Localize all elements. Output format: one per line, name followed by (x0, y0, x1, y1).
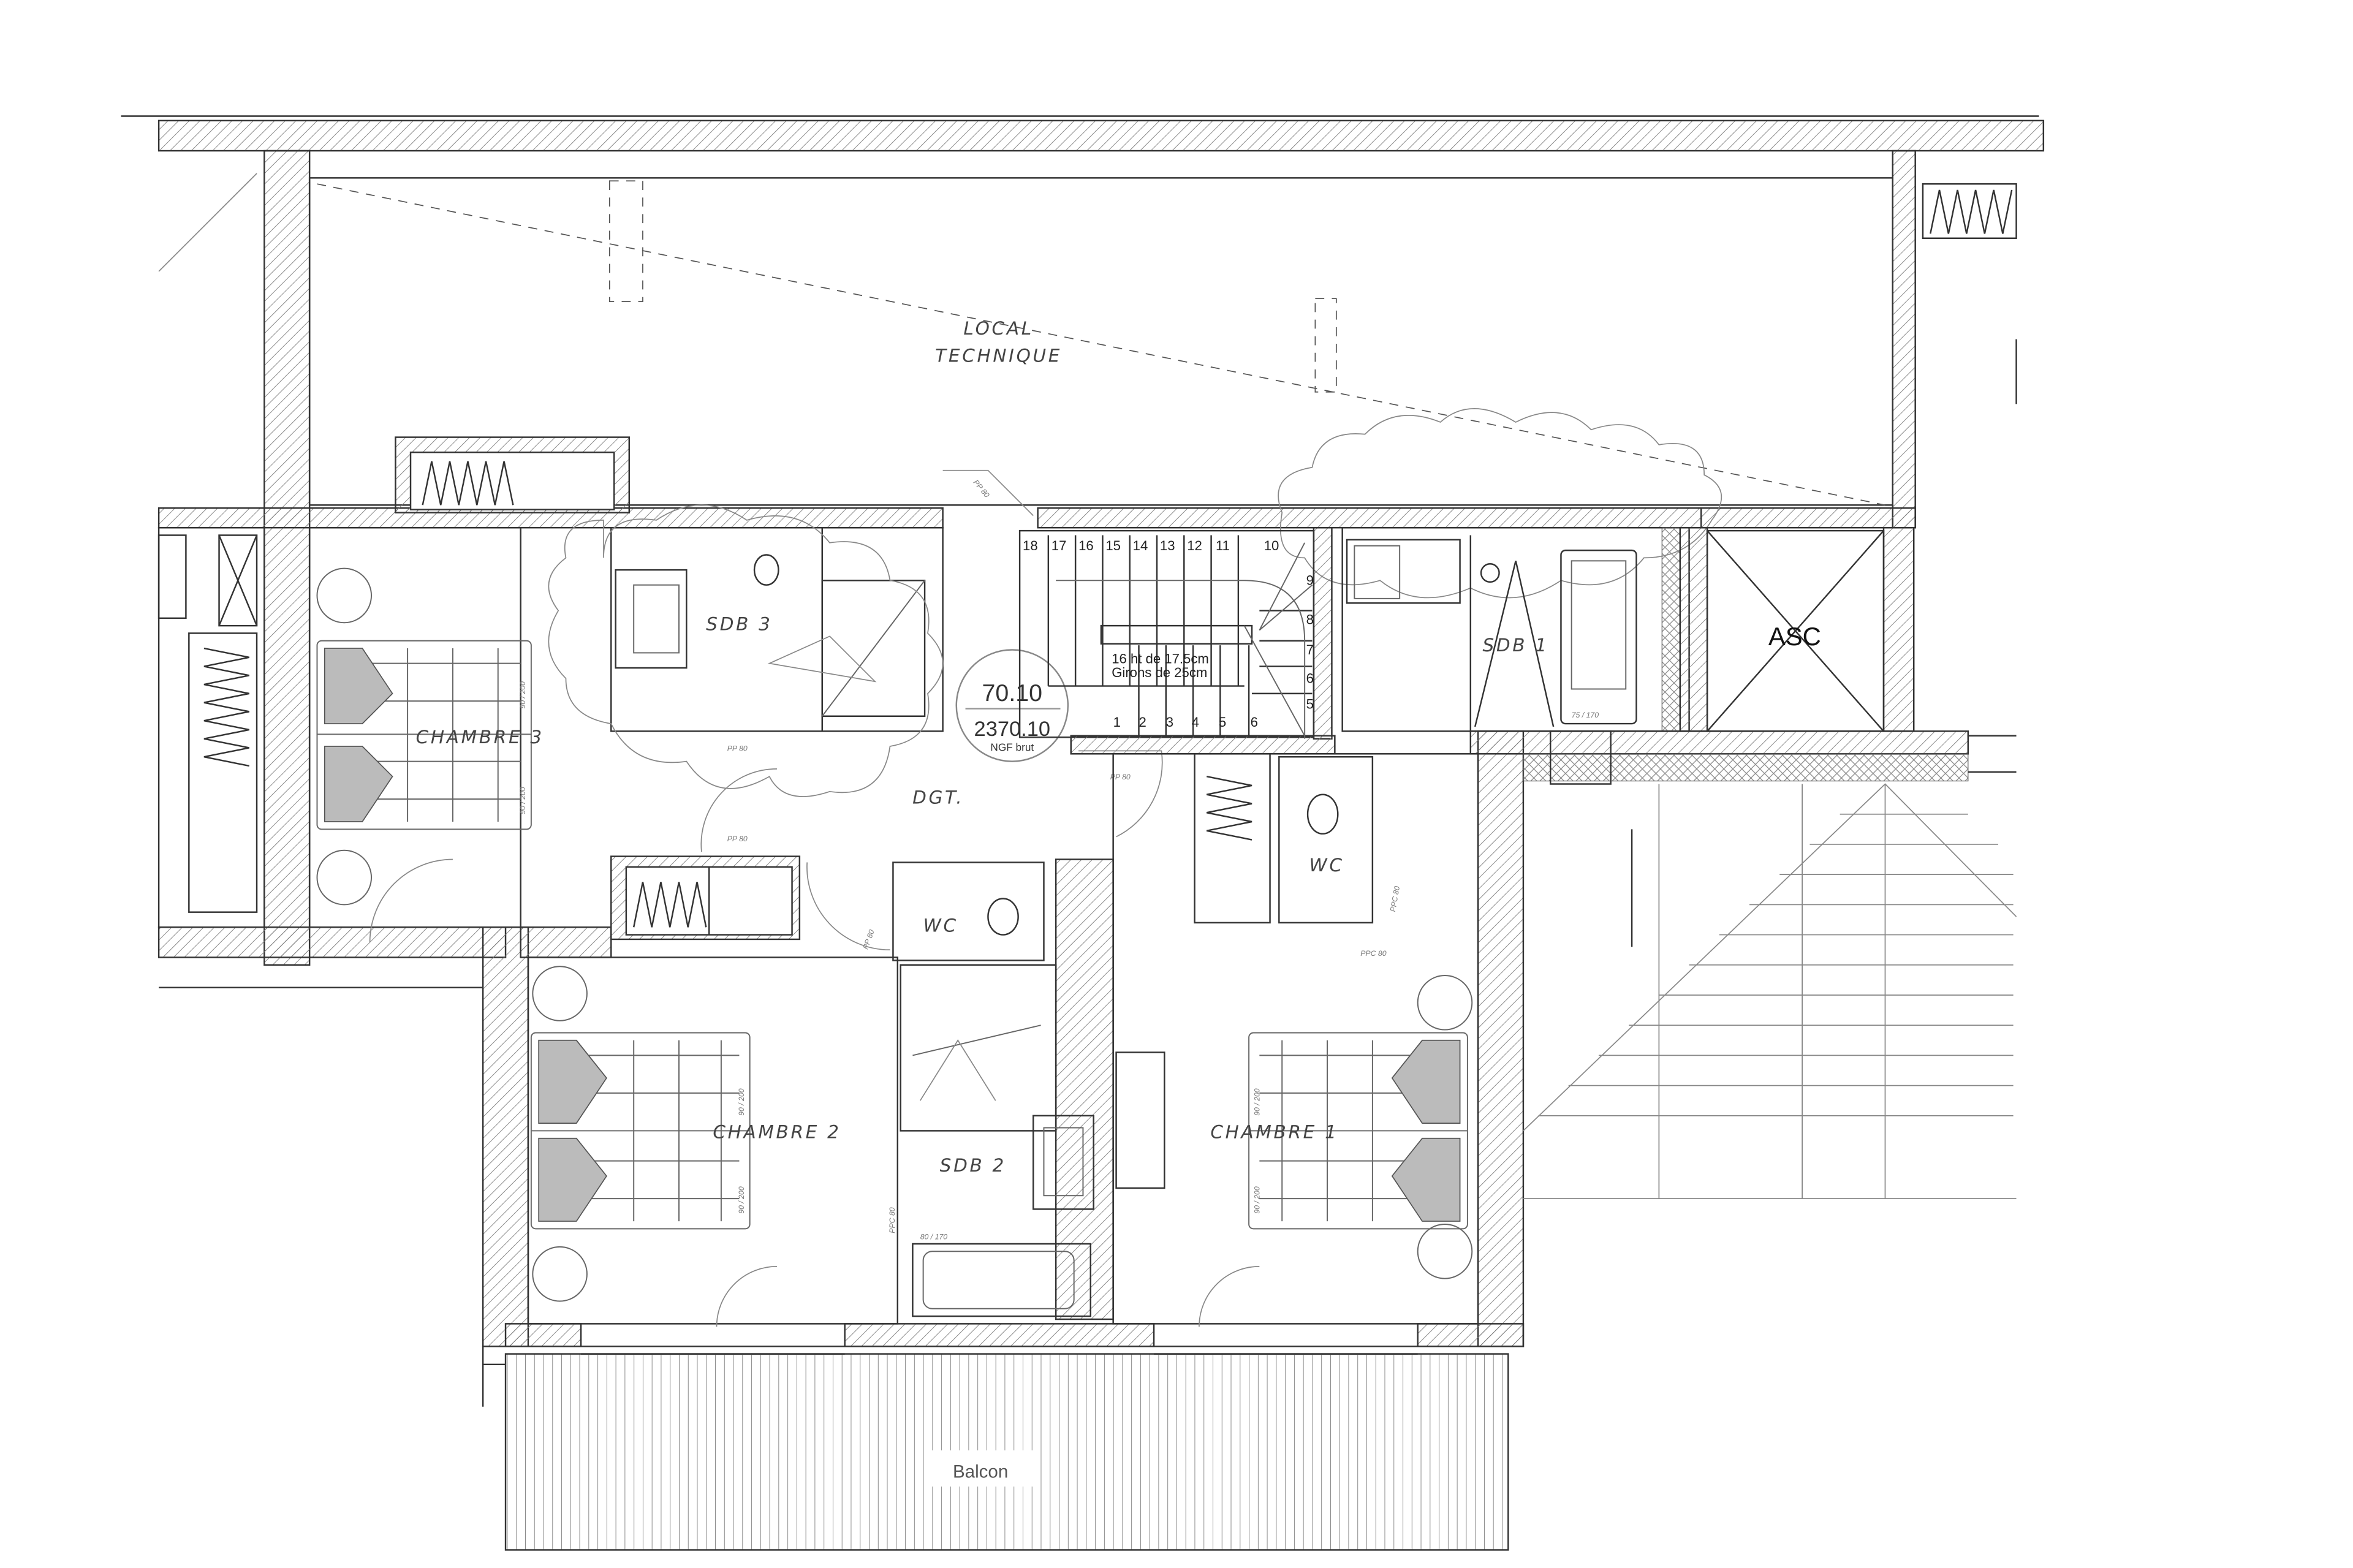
room-label-sdb-1: SDB 1 (1482, 635, 1548, 656)
svg-text:90 / 200: 90 / 200 (518, 787, 527, 814)
svg-text:1: 1 (1113, 714, 1121, 730)
svg-text:14: 14 (1133, 538, 1148, 553)
roof-slopes (1523, 783, 2017, 1200)
staircase: 18 17 16 15 14 13 12 11 10 9 8 7 6 5 1 2… (1018, 526, 1336, 755)
sdb-1: 75 / 170 SDB 1 (1341, 526, 1708, 732)
svg-text:2: 2 (1139, 714, 1146, 730)
svg-text:90 / 200: 90 / 200 (1252, 1186, 1261, 1214)
door-swing (369, 858, 453, 942)
svg-text:12: 12 (1187, 538, 1202, 553)
stair-note-risers: 16 ht de 17.5cm (1112, 651, 1209, 667)
room-label-wc-right: WC (1309, 855, 1344, 876)
svg-text:80 / 170: 80 / 170 (920, 1233, 948, 1241)
sdb-2: 80 / 170 PPC 80 SDB 2 (888, 964, 1094, 1317)
sdb-3: SDB 3 PP 80 (610, 526, 944, 752)
svg-text:PPC 80: PPC 80 (888, 1207, 896, 1233)
door-swing (1078, 750, 1163, 838)
svg-text:PP 80: PP 80 (1110, 773, 1131, 781)
room-label-technique: TECHNIQUE (935, 346, 1062, 366)
room-label-local: LOCAL (963, 318, 1033, 339)
svg-text:4: 4 (1192, 714, 1199, 730)
wall-left-column (263, 150, 311, 966)
svg-text:6: 6 (1306, 671, 1314, 686)
svg-text:90 / 200: 90 / 200 (737, 1186, 746, 1214)
room-label-sdb-3: SDB 3 (706, 614, 772, 635)
svg-text:5: 5 (1219, 714, 1226, 730)
svg-text:11: 11 (1216, 538, 1230, 553)
room-label-chambre-2: CHAMBRE 2 (713, 1122, 841, 1143)
bed (316, 640, 532, 830)
local-technique-room: LOCAL TECHNIQUE (158, 150, 1916, 966)
svg-text:18: 18 (1023, 538, 1038, 553)
room-label-sdb-2: SDB 2 (940, 1155, 1006, 1176)
svg-text:PP 80: PP 80 (727, 744, 748, 752)
room-label-chambre-1: CHAMBRE 1 (1210, 1122, 1338, 1143)
room-label-balcon: Balcon (953, 1461, 1008, 1482)
room-label-wc-left: WC (923, 915, 958, 936)
wc-left: WC PP 80 (806, 858, 1114, 1320)
level-marker: 70.10 2370.10 NGF brut (955, 649, 1069, 762)
svg-text:PP 80: PP 80 (727, 835, 748, 843)
chambre-1: WC PPC 80 PPC 80 90 / 200 90 / 200 CHAMB… (1112, 730, 1525, 1347)
room-label-chambre-3: CHAMBRE 3 (416, 727, 544, 748)
svg-text:75 / 170: 75 / 170 (1572, 711, 1599, 719)
ventilation-grille (1922, 183, 2017, 240)
wall-south-left (157, 926, 507, 958)
chambre-2: 90 / 200 90 / 200 CHAMBRE 2 (482, 926, 899, 1347)
svg-text:3: 3 (1166, 714, 1173, 730)
revision-cloud-left (548, 504, 944, 797)
room-label-dgt: DGT. (912, 787, 964, 808)
stair-note-treads: Girons de 25cm (1112, 665, 1207, 680)
svg-text:13: 13 (1160, 538, 1175, 553)
room-label-asc: ASC (1768, 622, 1821, 651)
svg-text:PPC 80: PPC 80 (1389, 885, 1401, 912)
wall-top (157, 119, 2045, 152)
svg-text:10: 10 (1264, 538, 1279, 553)
door-swing (942, 469, 1034, 517)
svg-text:90 / 200: 90 / 200 (518, 681, 527, 709)
svg-text:16: 16 (1078, 538, 1094, 553)
chambre-3: 90 / 200 90 / 200 CHAMBRE 3 (308, 526, 544, 942)
svg-text:15: 15 (1105, 538, 1121, 553)
revision-cloud-right (1278, 407, 1722, 599)
svg-text:PP 80: PP 80 (972, 478, 991, 499)
svg-text:90 / 200: 90 / 200 (737, 1088, 746, 1116)
svg-text:5: 5 (1306, 696, 1314, 711)
svg-text:6: 6 (1251, 714, 1258, 730)
svg-text:90 / 200: 90 / 200 (1252, 1088, 1261, 1116)
svg-text:8: 8 (1306, 612, 1314, 627)
svg-text:7: 7 (1306, 642, 1314, 657)
altitude-reference: NGF brut (990, 741, 1034, 753)
svg-text:9: 9 (1306, 573, 1314, 588)
elevator-shaft: ASC (1706, 526, 1915, 732)
svg-text:17: 17 (1051, 538, 1067, 553)
svg-text:PPC 80: PPC 80 (1360, 949, 1387, 958)
level-value: 70.10 (982, 680, 1043, 706)
balcony: Balcon (504, 1353, 1509, 1551)
